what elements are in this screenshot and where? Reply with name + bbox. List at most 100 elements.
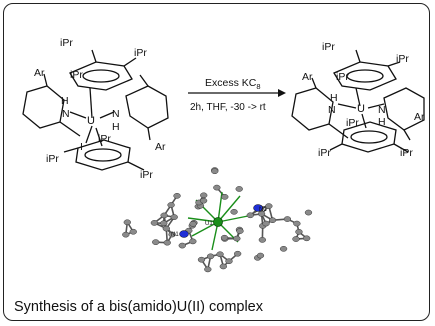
crystal-carbon-atom [189,238,197,245]
crystal-carbon-atom [160,220,168,227]
product-n-left: N [328,104,336,116]
reactant-ar-left: Ar [34,67,45,79]
product-h-left: H [330,92,338,104]
crystal-n1-left-label: N1 [171,232,179,238]
product-ipr-bot-right: iPr [400,147,413,159]
reactant-ipr-top-right: iPr [134,47,147,59]
crystal-carbon-atom [256,252,265,259]
crystal-carbon-atom [216,251,224,258]
crystal-carbon-atom [262,220,270,227]
conditions-label: 2h, THF, -30 -> rt [190,102,266,113]
crystal-carbon-atom [204,266,212,273]
crystal-carbon-atom [225,258,233,265]
crystal-uranium-atom [213,217,223,227]
figure-caption: Synthesis of a bis(amido)U(II) complex [14,299,263,315]
product-u: U [357,103,365,115]
product-ipr-mid: iPr [336,71,349,83]
crystal-labels: U1 N1 N1 [171,207,267,238]
reagent-label: Excess KC8 [205,77,261,91]
reactant-ipr-top-left: iPr [60,37,73,49]
product-n-right: N [378,104,386,116]
crystal-carbon-atom [230,208,238,215]
figure-frame [3,3,430,321]
crystal-u-bond [217,195,241,223]
reactant-right-aryl [125,85,169,129]
reactant-ar-right: Ar [155,141,166,153]
reactant-ipr-lower: iPr [98,133,111,145]
crystal-carbon-atom [304,209,313,216]
crystal-carbon-atom [206,253,215,260]
reaction-arrow [188,89,286,97]
product-right-aryl [383,87,425,131]
crystal-carbon-atom [236,228,244,234]
reactant-left-aryl [22,85,65,129]
crystal-carbon-atom [197,256,206,263]
crystal-carbon-atom [258,237,267,243]
crystal-carbon-atom [170,214,178,220]
reactant-h-right: H [112,121,120,133]
product-left-aryl [291,87,334,131]
crystal-carbon-atom [279,245,288,252]
crystal-carbon-atom [292,236,300,242]
crystal-carbon-atom [152,239,160,245]
crystal-carbon-atom [233,235,241,242]
crystal-carbon-atom [213,184,221,191]
reactant-n-left: N [62,108,70,120]
crystal-carbon-atom [268,217,277,224]
crystal-carbon-atom [162,225,170,232]
crystal-carbon-atom [283,216,292,222]
product-structure [291,49,425,153]
reactant-u: U [87,115,95,127]
reactant-lower-arene [75,139,131,171]
reactant-ipr-mid: iPr [70,69,83,81]
crystal-carbon-atom [168,231,176,238]
crystal-carbon-atom [160,212,168,219]
crystal-structure [122,167,313,273]
reactant-structure [22,49,169,171]
product-h-right: H [378,116,386,128]
crystal-nitrogen-atom [253,204,263,212]
reactant-labels: iPr iPr iPr Ar Ar H N U N H I iPr iPr iP… [34,37,166,181]
crystal-carbon-atom [167,202,175,208]
crystal-carbon-atom [122,231,130,238]
reactant-n-right: N [112,108,120,120]
crystal-carbon-atom [257,211,266,217]
crystal-carbon-atom [219,263,227,270]
product-ipr-bot-left: iPr [318,147,331,159]
reactant-ipr-bot-right: iPr [140,169,153,181]
crystal-carbon-atom [211,168,219,175]
reactant-ipr-bot-left: iPr [46,153,59,165]
reactant-upper-arene-ring [82,69,120,83]
product-ipr-top-left: iPr [322,41,335,53]
crystal-carbon-atom [150,220,159,226]
crystal-u-bond [187,217,219,223]
crystal-n1-right-label: N1 [259,207,267,213]
crystal-u-bond [217,215,249,223]
reactant-iodide: I [80,141,83,153]
crystal-carbon-atom [303,235,311,242]
product-labels: iPr iPr iPr Ar Ar H N U N H iPr iPr iPr [302,41,425,159]
crystal-carbon-atom [199,197,208,204]
crystal-carbon-atom [123,219,131,226]
crystal-nitrogen-atom [179,230,189,238]
crystal-carbon-atom [265,203,273,209]
crystal-u-label: U1 [205,221,213,227]
crystal-carbon-atom [200,192,208,199]
crystal-carbon-atom [293,220,301,227]
crystal-carbon-atom [163,239,171,246]
crystal-carbon-atom [235,186,243,192]
product-ar-left: Ar [302,71,313,83]
crystal-carbon-atom [129,228,137,235]
crystal-u-bond [191,221,219,237]
crystal-carbon-atom [178,242,186,249]
crystal-carbon-atom [173,192,181,199]
product-ipr-top-right: iPr [396,53,409,65]
crystal-carbon-atom [220,234,229,241]
crystal-carbon-atom [221,194,229,200]
crystal-carbon-atom [295,228,303,235]
reactant-h: H [61,95,69,107]
product-ipr-lower: iPr [346,117,359,129]
product-ar-right: Ar [414,111,425,123]
crystal-carbon-atom [234,250,242,257]
